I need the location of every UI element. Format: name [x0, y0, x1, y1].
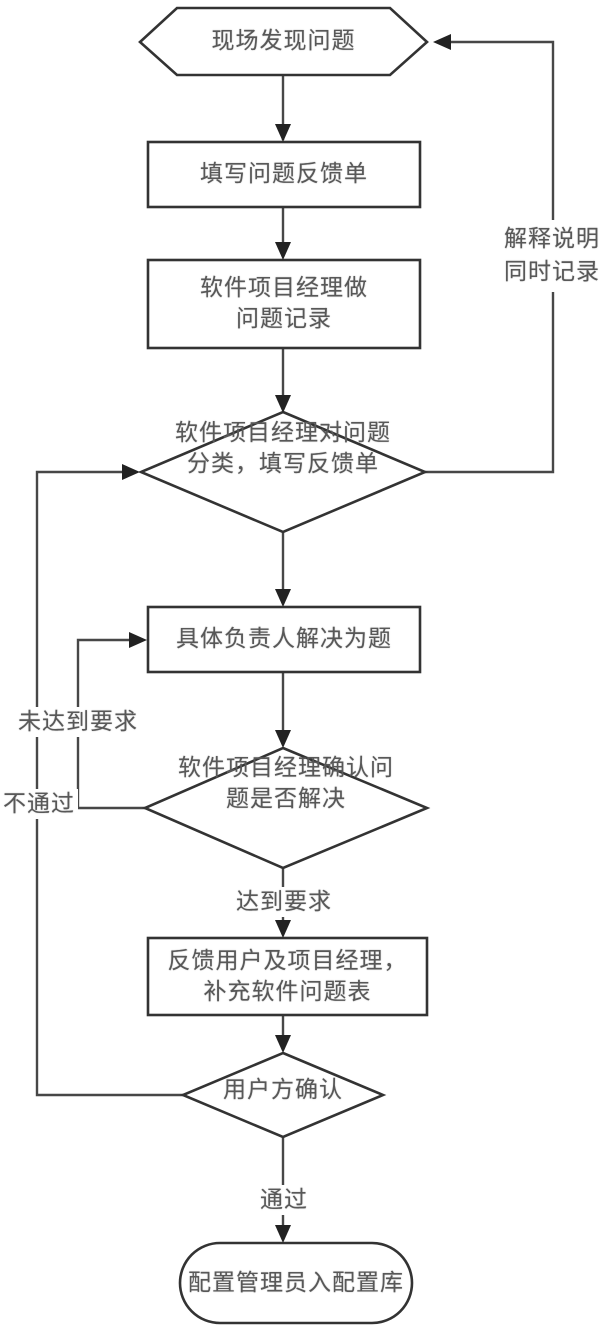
edge-label-met: 达到要求 [231, 887, 337, 917]
arrow-down-icon [275, 730, 291, 748]
start-node-label: 现场发现问题 [140, 8, 427, 75]
archive-terminator-shape [178, 1241, 414, 1325]
arrow-down-icon [275, 1225, 291, 1243]
solve-rect-shape [146, 605, 422, 674]
user-confirm-node-label: 用户方确认 [183, 1053, 383, 1137]
edge-userconfirm-to-classify-loop [35, 470, 183, 1097]
confirm-text-line1: 软件项目经理确认问 [178, 755, 394, 781]
edge-label-explain-line1: 解释说明 [504, 226, 600, 252]
confirm-text-line2: 题是否解决 [226, 786, 346, 812]
arrow-right-icon [122, 464, 140, 480]
fill-form-text: 填写问题反馈单 [200, 161, 368, 187]
node-shapes [137, 6, 431, 1325]
edge-label-not-pass-text: 不通过 [3, 791, 75, 817]
arrow-right-icon [129, 632, 147, 648]
edge-label-explain: 解释说明 同时记录 [500, 220, 600, 292]
start-node-text: 现场发现问题 [211, 28, 356, 54]
arrow-down-icon [275, 1035, 291, 1053]
archive-node-label: 配置管理员入配置库 [180, 1243, 412, 1323]
classify-diamond-shape [137, 410, 429, 534]
user-confirm-diamond-shape [179, 1051, 387, 1139]
pm-record-text-line1: 软件项目经理做 [200, 275, 368, 301]
feedback-node-label: 反馈用户及项目经理， 补充软件问题表 [148, 938, 427, 1015]
start-hexagon-shape [138, 6, 429, 77]
edge-label-explain-line2: 同时记录 [504, 259, 600, 285]
archive-text: 配置管理员入配置库 [188, 1269, 404, 1296]
arrow-down-icon [275, 920, 291, 938]
edge-label-met-text: 达到要求 [236, 889, 332, 915]
feedback-rect-shape [146, 936, 429, 1017]
fill-form-node-label: 填写问题反馈单 [148, 142, 420, 207]
edge-label-pass-text: 通过 [260, 1187, 308, 1213]
arrow-left-icon [433, 34, 451, 50]
solve-node-label: 具体负责人解决为题 [148, 607, 420, 672]
edge-label-not-met: 未达到要求 [14, 707, 142, 737]
arrow-down-icon [275, 589, 291, 607]
pm-record-node-label: 软件项目经理做 问题记录 [148, 260, 420, 348]
arrow-down-icon [275, 124, 291, 142]
feedback-text-line1: 反馈用户及项目经理， [167, 947, 408, 974]
edge-label-not-met-text: 未达到要求 [18, 709, 138, 735]
pm-record-rect-shape [146, 258, 422, 350]
edge-label-not-pass: 不通过 [0, 789, 78, 819]
classify-node-label: 软件项目经理对问题 分类，填写反馈单 [141, 412, 425, 532]
classify-text-line1: 软件项目经理对问题 [175, 420, 391, 446]
arrow-down-icon [275, 242, 291, 260]
edge-label-pass: 通过 [255, 1185, 313, 1215]
fill-form-rect-shape [146, 140, 422, 209]
arrow-down-icon [275, 395, 291, 413]
confirm-diamond-shape [141, 746, 431, 870]
solve-text: 具体负责人解决为题 [176, 626, 392, 652]
classify-text-line2: 分类，填写反馈单 [187, 451, 379, 477]
arrowheads [122, 34, 451, 1243]
pm-record-text-line2: 问题记录 [236, 306, 332, 332]
confirm-node-label: 软件项目经理确认问 题是否解决 [145, 748, 427, 868]
user-confirm-text: 用户方确认 [223, 1076, 343, 1103]
feedback-text-line2: 补充软件问题表 [203, 978, 372, 1005]
